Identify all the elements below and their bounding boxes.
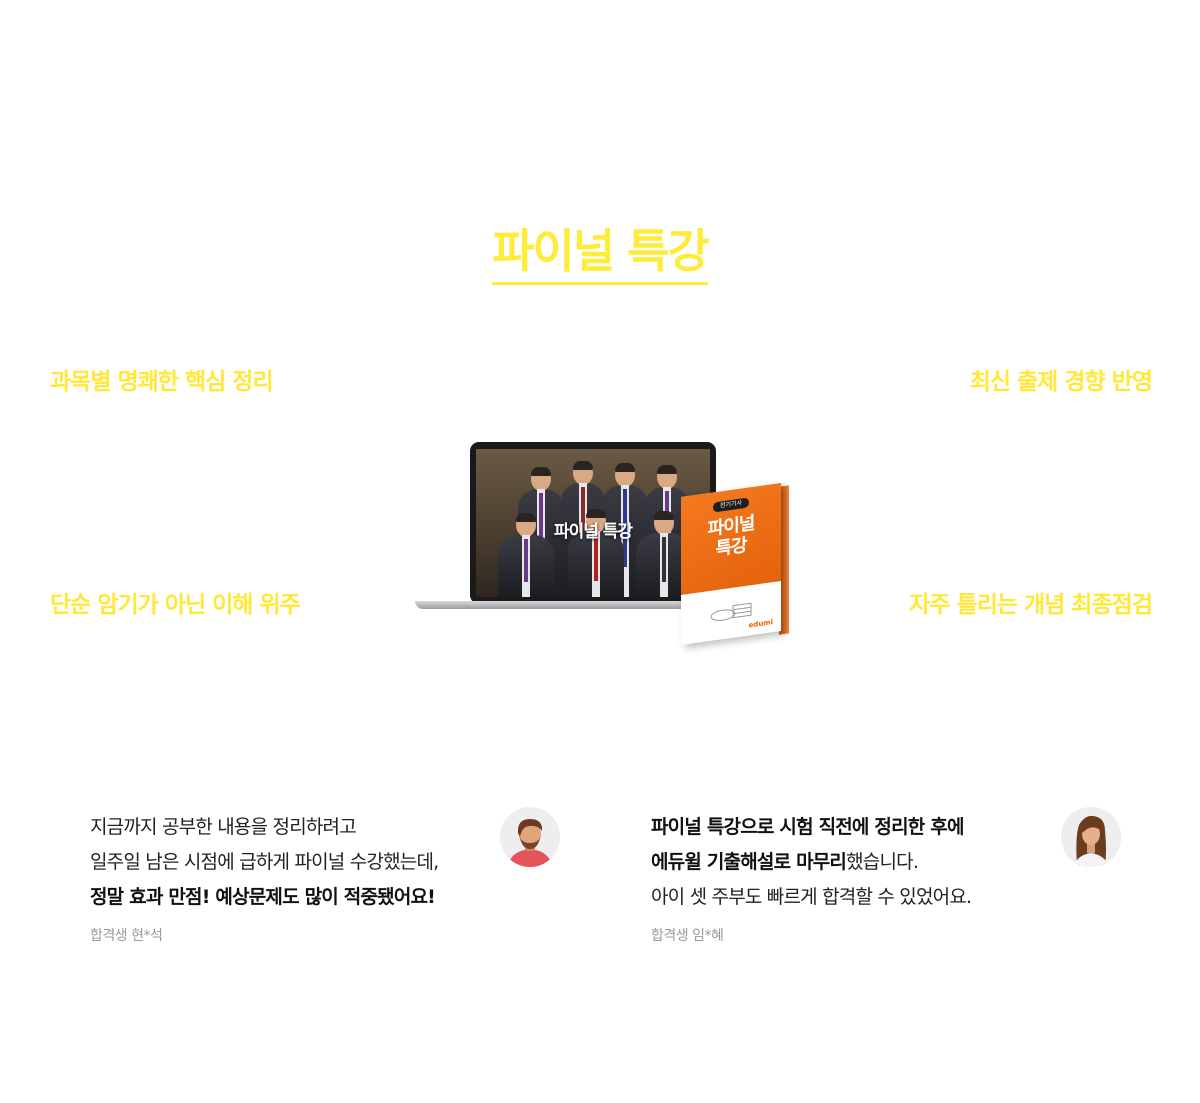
male-avatar-icon <box>500 807 560 867</box>
screen-label: 파이널 특강 <box>553 522 633 542</box>
book-logo: edumi <box>748 618 773 630</box>
feature-latest-trends: 최신 출제 경향 반영 <box>969 369 1153 395</box>
female-avatar-icon <box>1061 807 1121 867</box>
review-author: 합격생 현*석 <box>90 928 163 944</box>
section-title: 파이널 특강 <box>492 222 710 285</box>
textbook: 전기기사 파이널 특강 edumi <box>681 482 781 646</box>
book-title: 파이널 특강 <box>707 512 755 561</box>
book-illustration-icon <box>710 602 752 621</box>
review-text: 파이널 특강으로 시험 직전에 정리한 후에 에듀윌 기출해설로 마무리했습니다… <box>651 816 972 908</box>
feature-final-check: 자주 틀리는 개념 최종점검 <box>909 592 1153 618</box>
review-card-1: 지금까지 공부한 내용을 정리하려고 일주일 남은 시점에 급하게 파이널 수강… <box>90 810 570 945</box>
review-card-2: 파이널 특강으로 시험 직전에 정리한 후에 에듀윌 기출해설로 마무리했습니다… <box>651 810 1131 945</box>
laptop-base <box>415 601 715 609</box>
feature-understanding: 단순 암기가 아닌 이해 위주 <box>50 592 301 618</box>
review-author: 합격생 임*혜 <box>651 928 724 944</box>
feature-core-summary: 과목별 명쾌한 핵심 정리 <box>50 369 274 395</box>
book-badge: 전기기사 <box>713 497 749 513</box>
section-heading: 파이널 특강 <box>0 222 1200 285</box>
review-text: 지금까지 공부한 내용을 정리하려고 일주일 남은 시점에 급하게 파이널 수강… <box>90 816 439 908</box>
lecturers-photo: 파이널 특강 <box>476 449 710 597</box>
product-visual: 파이널 특강 전기기사 파이널 특강 edumi <box>405 438 805 648</box>
laptop-screen: 파이널 특강 <box>470 442 716 604</box>
